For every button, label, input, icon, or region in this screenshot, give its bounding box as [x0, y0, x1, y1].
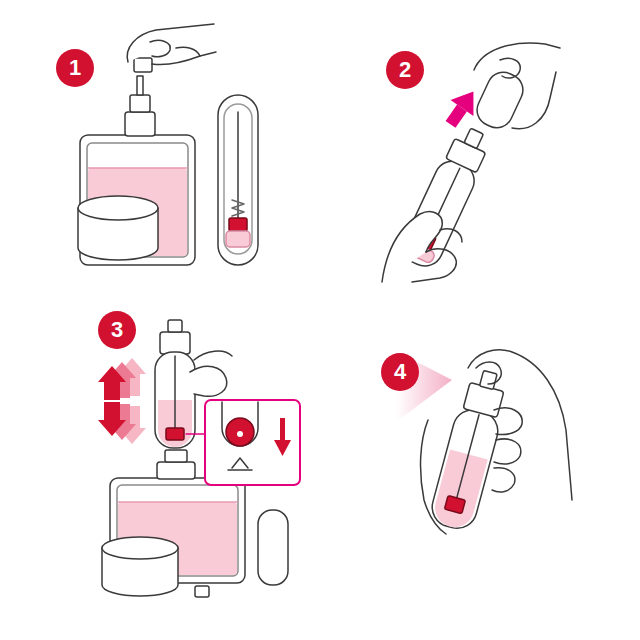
step-badge: 1: [56, 49, 94, 87]
callout-number: 1: [69, 57, 81, 79]
callout-number: 3: [111, 319, 123, 341]
step-badge: 2: [386, 51, 424, 89]
callout-number: 4: [394, 361, 406, 383]
step-badge: 4: [381, 353, 419, 391]
callout-number: 2: [399, 59, 411, 81]
step-badge: 3: [98, 311, 136, 349]
